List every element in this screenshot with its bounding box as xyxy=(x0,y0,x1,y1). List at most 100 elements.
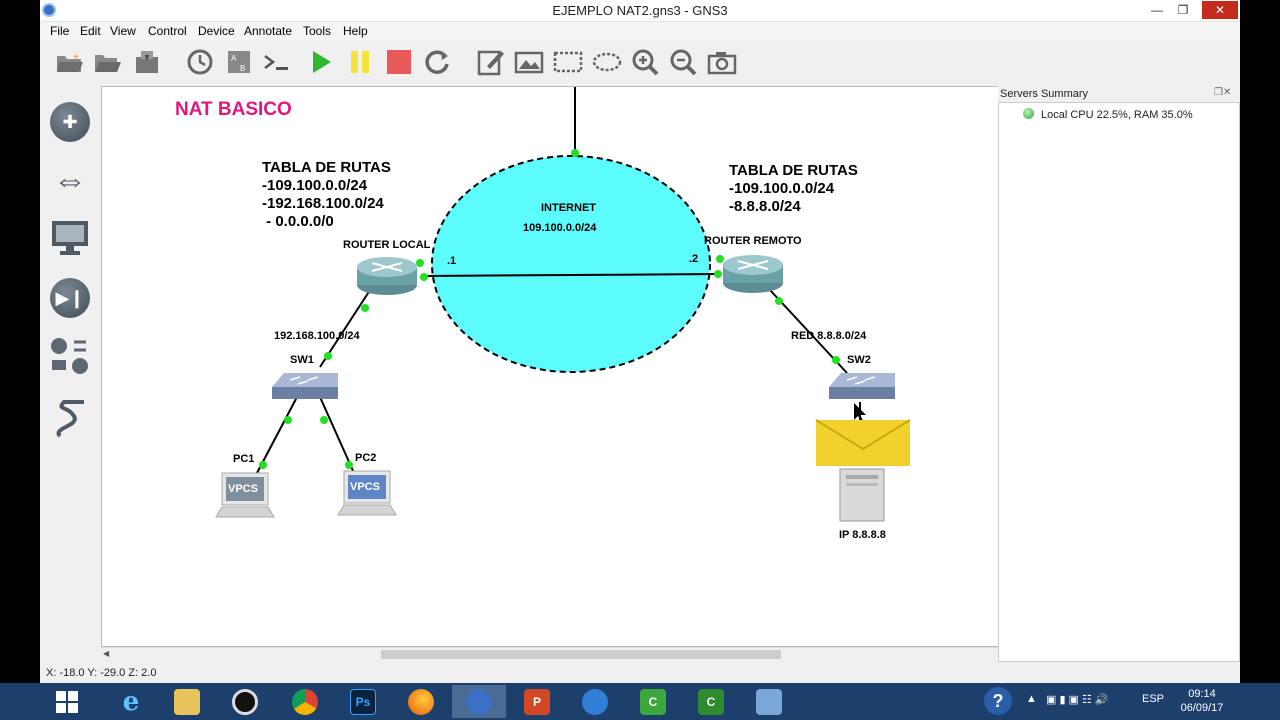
router-remoto-label[interactable]: ROUTER REMOTO xyxy=(704,235,802,247)
close-button[interactable]: ✕ xyxy=(1202,1,1238,19)
draw-rectangle-button[interactable] xyxy=(553,47,583,77)
internet-cloud[interactable] xyxy=(431,155,711,373)
menu-device[interactable]: Device xyxy=(198,24,235,38)
console-all-button[interactable] xyxy=(262,47,292,77)
menu-tools[interactable]: Tools xyxy=(303,24,332,38)
stop-all-button[interactable] xyxy=(384,47,414,77)
add-link-button[interactable] xyxy=(50,398,90,438)
network-tool-icon xyxy=(756,688,782,715)
device-dock: ✚ ⇔ ▶❙ xyxy=(40,86,100,662)
help-icon[interactable]: ? xyxy=(984,687,1012,715)
topology-canvas[interactable]: NAT BASICO TABLA DE RUTAS -109.100.0.0/2… xyxy=(101,86,1017,647)
router-local-label[interactable]: ROUTER LOCAL xyxy=(343,239,431,251)
all-devices-icon xyxy=(51,338,88,374)
router-remoto-device[interactable] xyxy=(723,255,783,293)
draw-ellipse-button[interactable] xyxy=(592,47,622,77)
pc1-device[interactable] xyxy=(215,472,275,518)
lan-network-label[interactable]: 192.168.100.0/24 xyxy=(274,330,360,342)
routing-table-left-route: - 0.0.0.0/0 xyxy=(262,213,334,230)
switch-arrows-icon: ⇔ xyxy=(53,160,87,199)
menu-edit[interactable]: Edit xyxy=(80,24,101,38)
restore-button[interactable]: ❐ xyxy=(1177,3,1189,17)
sw2-device[interactable] xyxy=(829,373,895,399)
taskbar-network-tool[interactable] xyxy=(742,685,796,718)
start-all-button[interactable] xyxy=(306,47,336,77)
scroll-left-arrow-icon[interactable]: ◀ xyxy=(103,649,110,658)
taskbar-gns3[interactable] xyxy=(452,685,506,718)
canvas-horizontal-scrollbar[interactable]: ◀ ▶ xyxy=(101,647,1032,661)
sw1-device[interactable] xyxy=(272,373,338,399)
routing-table-right[interactable]: TABLA DE RUTAS -109.100.0.0/24 -8.8.8.0/… xyxy=(729,162,858,216)
routing-table-left[interactable]: TABLA DE RUTAS -109.100.0.0/24 -192.168.… xyxy=(262,159,391,231)
edit-note-icon xyxy=(477,50,504,76)
server-device[interactable] xyxy=(839,468,885,522)
snapshot-button[interactable] xyxy=(185,47,215,77)
reload-all-button[interactable] xyxy=(422,47,452,77)
taskbar-internet-explorer[interactable]: e xyxy=(104,685,158,718)
open-project-button[interactable] xyxy=(92,47,122,77)
taskbar-firefox[interactable] xyxy=(394,685,448,718)
diagram-title[interactable]: NAT BASICO xyxy=(175,99,292,120)
taskbar-file-explorer[interactable] xyxy=(160,685,214,718)
internet-network-label[interactable]: 109.100.0.0/24 xyxy=(523,222,597,234)
taskbar-app-circle[interactable] xyxy=(568,685,622,718)
all-devices-category-button[interactable] xyxy=(50,338,90,378)
tray-language[interactable]: ESP xyxy=(1142,693,1165,705)
link-sw1-pc2[interactable] xyxy=(319,396,355,474)
routing-table-left-route: -192.168.100.0/24 xyxy=(262,195,384,212)
server-ip-label[interactable]: IP 8.8.8.8 xyxy=(839,529,886,541)
router-icon: ✚ xyxy=(62,111,78,132)
dock-float-icon[interactable]: ❐✕ xyxy=(1214,87,1232,98)
horizontal-scroll-thumb[interactable] xyxy=(381,650,781,659)
menu-annotate[interactable]: Annotate xyxy=(244,24,293,38)
add-note-button[interactable] xyxy=(476,47,506,77)
tray-overflow-icon[interactable]: ▲ xyxy=(1026,693,1037,705)
tray-clock[interactable]: 09:14 06/09/17 xyxy=(1174,687,1230,715)
menu-control[interactable]: Control xyxy=(148,24,187,38)
insert-picture-button[interactable] xyxy=(514,47,544,77)
end-devices-category-button[interactable] xyxy=(50,218,90,258)
start-button[interactable] xyxy=(40,685,94,718)
zoom-out-button[interactable] xyxy=(668,47,698,77)
server-local-entry[interactable]: Local CPU 22.5%, RAM 35.0% xyxy=(1041,109,1193,121)
camtasia-icon: C xyxy=(698,688,724,715)
internet-label[interactable]: INTERNET xyxy=(541,202,596,214)
suspend-all-button[interactable] xyxy=(345,47,375,77)
interface-label-left[interactable]: .1 xyxy=(447,255,457,267)
minimize-button[interactable]: — xyxy=(1151,3,1163,17)
zoom-in-button[interactable] xyxy=(630,47,660,77)
pc1-label[interactable]: PC1 xyxy=(233,453,255,465)
menu-view[interactable]: View xyxy=(110,24,136,38)
screenshot-button[interactable] xyxy=(707,47,737,77)
router-local-device[interactable] xyxy=(357,257,417,295)
taskbar-camtasia-2[interactable]: C xyxy=(684,685,738,718)
pause-icon xyxy=(351,51,369,73)
link-status-dot xyxy=(259,461,267,469)
taskbar-camtasia-1[interactable]: C xyxy=(626,685,680,718)
pc2-label[interactable]: PC2 xyxy=(355,452,377,464)
routers-category-button[interactable]: ✚ xyxy=(50,102,90,142)
new-project-button[interactable]: + xyxy=(54,47,84,77)
security-devices-category-button[interactable]: ▶❙ xyxy=(50,278,90,318)
taskbar-chrome[interactable] xyxy=(278,685,332,718)
link-sw1-pc1[interactable] xyxy=(256,396,298,474)
taskbar-powerpoint[interactable]: P xyxy=(510,685,564,718)
switches-category-button[interactable]: ⇔ xyxy=(50,160,90,200)
remote-network-label[interactable]: RED 8.8.8.0/24 xyxy=(791,330,867,342)
interface-label-right[interactable]: .2 xyxy=(689,253,699,265)
menu-file[interactable]: File xyxy=(50,24,70,38)
folder-icon xyxy=(174,688,200,715)
sw1-label[interactable]: SW1 xyxy=(290,354,314,366)
svg-text:B: B xyxy=(240,64,245,73)
save-project-button[interactable] xyxy=(132,47,162,77)
link-router-local-router-remoto[interactable] xyxy=(423,273,720,277)
tray-app-icons[interactable]: ▣ ▮ ▣ ☷ 🔊 xyxy=(1046,694,1109,706)
taskbar-camera-app[interactable] xyxy=(218,685,272,718)
taskbar-photoshop[interactable]: Ps xyxy=(336,685,390,718)
sw2-label[interactable]: SW2 xyxy=(847,354,871,366)
gns3-icon xyxy=(466,688,492,715)
menu-help[interactable]: Help xyxy=(343,24,368,38)
pc2-device[interactable] xyxy=(337,470,397,516)
